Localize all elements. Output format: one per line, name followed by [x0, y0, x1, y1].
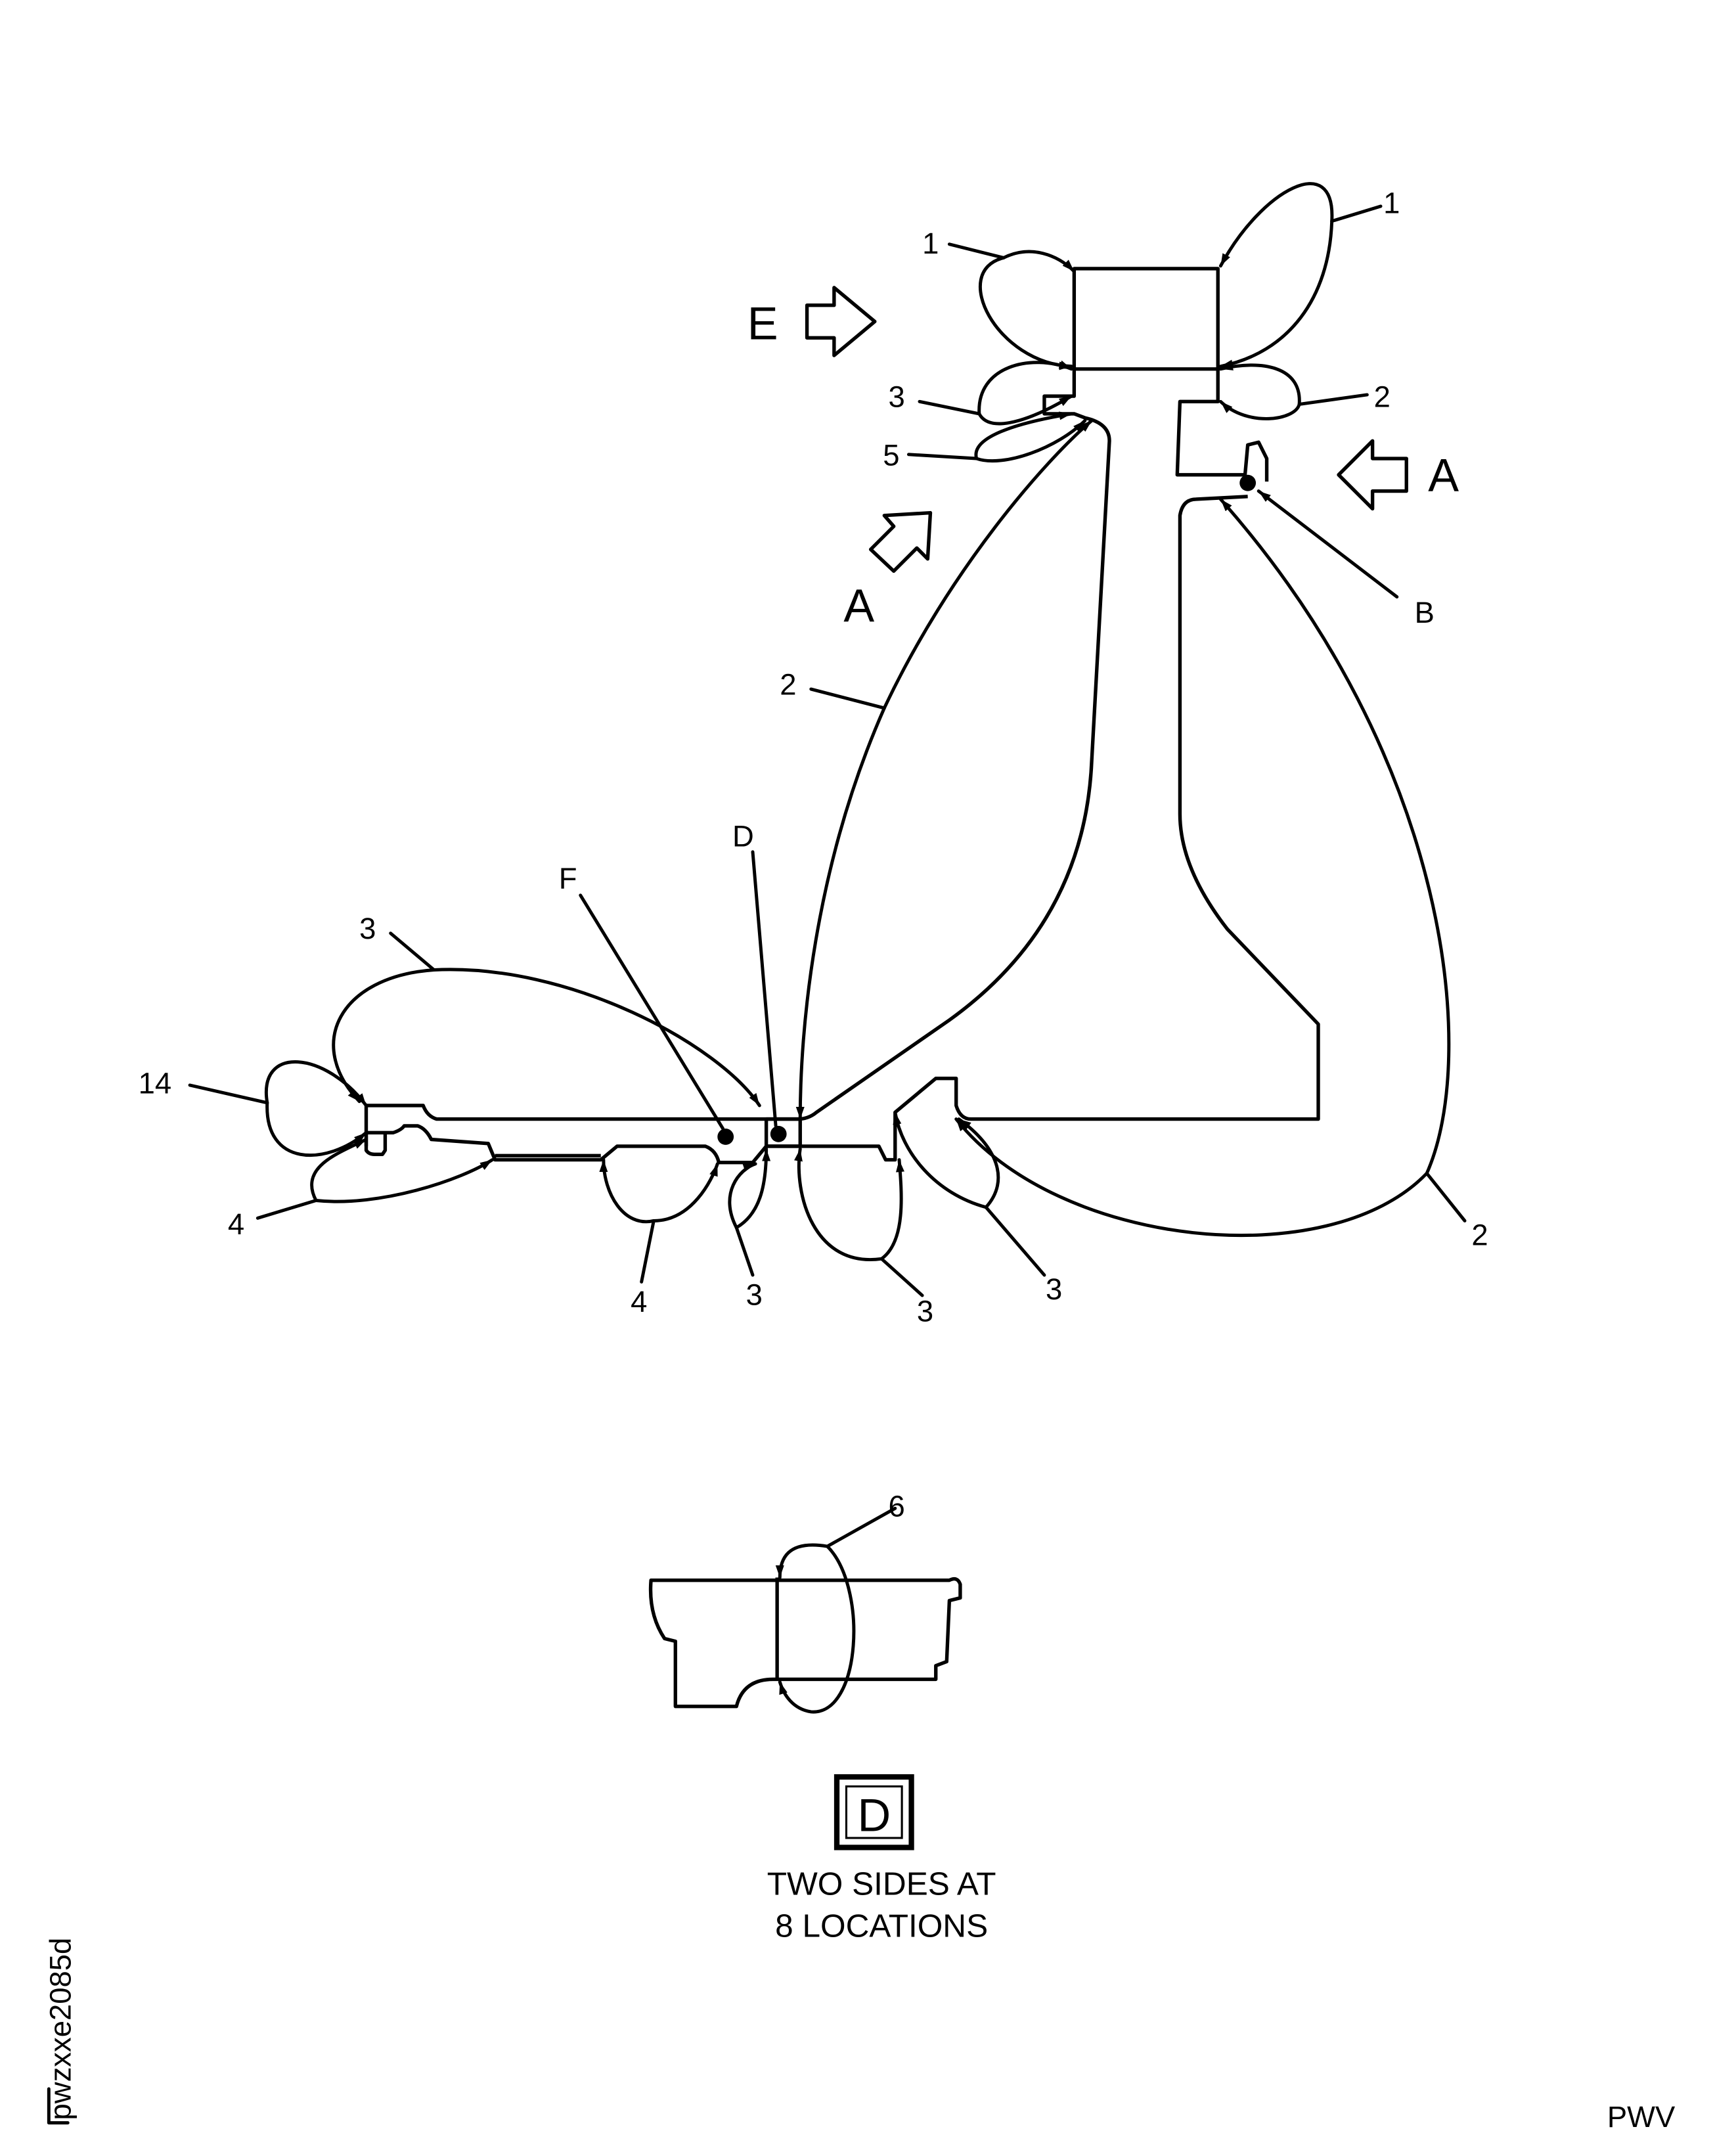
callout-3-bottom-c: 3: [1046, 1272, 1062, 1306]
callout-14: 14: [139, 1066, 172, 1100]
part-outline: [364, 267, 1320, 1165]
figure-id-bracket: [47, 2087, 70, 2125]
view-label-e: E: [747, 297, 778, 349]
view-label-a-right: A: [1428, 449, 1459, 501]
callout-4-bottom: 4: [631, 1285, 647, 1318]
callout-3-bottom-a: 3: [746, 1278, 763, 1311]
callout-leaders: [188, 182, 1467, 1297]
detail-label-letter: D: [857, 1789, 891, 1841]
callout-5: 5: [883, 438, 899, 472]
ref-letter-b: B: [1415, 596, 1435, 629]
ref-letter-f: F: [559, 862, 577, 895]
view-arrow-a-diag-icon: [868, 510, 933, 573]
section-d-marker: [764, 1117, 802, 1148]
callout-3-bottom-b: 3: [917, 1294, 933, 1328]
view-label-a-diag: A: [843, 579, 874, 631]
ref-letter-d: D: [732, 820, 754, 853]
corner-code: PWV: [1607, 2100, 1676, 2134]
callout-1-left: 1: [922, 227, 939, 260]
callout-3-upper: 3: [888, 380, 904, 414]
point-b-dot: [1239, 474, 1257, 491]
detail-caption-line2: 8 LOCATIONS: [775, 1908, 988, 1944]
detail-caption-line1: TWO SIDES AT: [767, 1866, 996, 1902]
point-d-dot: [770, 1125, 787, 1142]
view-arrow-a-right-icon: [1337, 439, 1408, 511]
detail-label-box: [834, 1774, 914, 1850]
callout-1-right: 1: [1383, 186, 1400, 219]
callout-2-stem: 2: [780, 667, 796, 701]
callout-2-right: 2: [1374, 380, 1391, 414]
figure-id: pwzxxe2085d: [43, 1938, 77, 2120]
callout-4-left: 4: [228, 1207, 244, 1241]
callout-3-top-loop: 3: [359, 912, 376, 945]
top-block: [1072, 267, 1220, 371]
point-f-dot: [717, 1129, 734, 1145]
callout-2-outer: 2: [1471, 1219, 1488, 1252]
view-arrow-e-icon: [805, 286, 877, 357]
callout-6: 6: [888, 1490, 904, 1523]
detail-d-view: 6 D TWO SIDES AT 8 LOCATIONS: [648, 1490, 996, 1944]
